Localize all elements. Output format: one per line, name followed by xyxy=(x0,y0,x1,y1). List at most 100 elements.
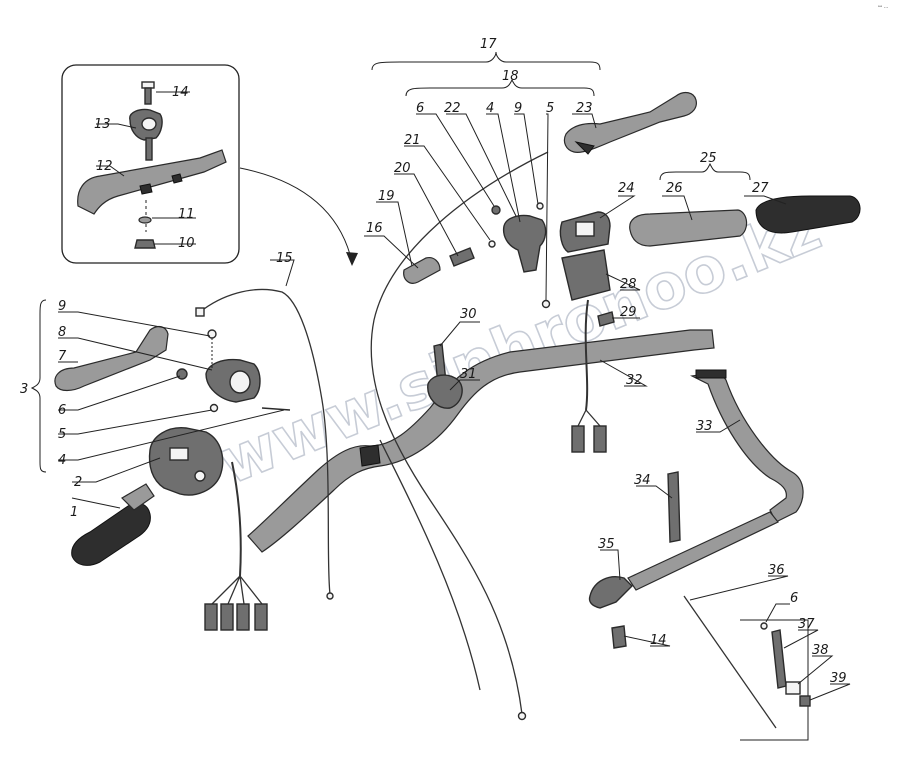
cable-16b xyxy=(379,439,481,691)
left-lever-7 xyxy=(54,325,169,392)
part-20-screw xyxy=(449,247,475,267)
brace-3 xyxy=(30,299,47,473)
right-switch-button xyxy=(575,221,595,237)
corner-mark: ꟷ ... xyxy=(878,4,889,10)
right-grip-27 xyxy=(755,195,861,234)
part-31-clamp xyxy=(427,374,463,409)
label-38: 38 xyxy=(812,643,829,658)
label-3: 3 xyxy=(20,382,28,397)
kickstart-pedal xyxy=(695,369,727,379)
kickstart-shaft xyxy=(627,511,779,591)
right-wire xyxy=(584,299,589,411)
label-16: 16 xyxy=(366,221,383,236)
inset-stem xyxy=(145,137,153,161)
label-21: 21 xyxy=(404,133,421,148)
label-7: 7 xyxy=(58,349,67,364)
label-34: 34 xyxy=(634,473,651,488)
handlebar-center-band xyxy=(359,444,381,467)
right-lever-23 xyxy=(563,91,697,153)
label-27: 27 xyxy=(752,181,769,196)
leader-lines xyxy=(58,113,851,701)
brace-18 xyxy=(405,78,595,97)
label-10: 10 xyxy=(178,236,195,251)
label-20: 20 xyxy=(394,161,411,176)
inset-screw xyxy=(144,87,152,105)
left-wire-fan xyxy=(211,575,263,605)
label-31: 31 xyxy=(460,367,477,382)
label-22: 22 xyxy=(444,101,461,116)
part-19-adjuster xyxy=(403,257,441,284)
label-14b: 14 xyxy=(650,633,667,648)
label-35: 35 xyxy=(598,537,615,552)
label-28: 28 xyxy=(620,277,637,292)
detail-inset xyxy=(61,64,240,264)
inset-arrow-head xyxy=(346,252,358,266)
right-bolt-5 xyxy=(541,299,551,309)
right-wire-fan xyxy=(577,409,601,427)
label-15: 15 xyxy=(276,251,293,266)
left-connectors xyxy=(204,603,268,631)
right-connector-a xyxy=(571,425,585,453)
label-26: 26 xyxy=(666,181,683,196)
part-37-spring xyxy=(771,629,787,689)
right-lever-bracket xyxy=(502,214,547,273)
label-6b: 6 xyxy=(416,101,424,116)
throttle-sleeve-26 xyxy=(629,209,748,247)
label-9b: 9 xyxy=(514,101,522,116)
left-grip-sleeve xyxy=(121,483,155,511)
label-29: 29 xyxy=(620,305,637,320)
part-22-nut xyxy=(491,205,501,215)
right-lever-pivot xyxy=(574,141,595,155)
rod-parts-bracket xyxy=(740,619,809,741)
part-35-arm xyxy=(588,576,633,609)
brace-25 xyxy=(659,162,751,181)
left-lever-clamp-bore xyxy=(229,370,251,394)
part-21-washer xyxy=(488,240,496,248)
brace-17 xyxy=(371,51,601,71)
part-14-bolt xyxy=(611,625,627,649)
label-13: 13 xyxy=(94,117,111,132)
cable-15-end xyxy=(195,307,205,317)
label-6: 6 xyxy=(58,403,66,418)
inset-frame xyxy=(61,64,240,264)
left-switch-button xyxy=(169,447,189,461)
label-14a: 14 xyxy=(172,85,189,100)
label-4b: 4 xyxy=(486,101,494,116)
label-2: 2 xyxy=(74,475,82,490)
label-37: 37 xyxy=(798,617,815,632)
label-18: 18 xyxy=(502,69,519,84)
cable-16 xyxy=(370,151,549,715)
label-4: 4 xyxy=(58,453,66,468)
left-lever-screw-9 xyxy=(207,329,217,339)
part-38-cap xyxy=(785,681,801,695)
cable-15-tip xyxy=(326,592,334,600)
label-11: 11 xyxy=(178,207,195,222)
left-switch-knob xyxy=(194,470,206,482)
label-30: 30 xyxy=(460,307,477,322)
inset-lever-bands xyxy=(139,173,183,195)
label-33: 33 xyxy=(696,419,713,434)
label-5b: 5 xyxy=(546,101,554,116)
part-39-nut xyxy=(799,695,811,707)
part-36-rod xyxy=(683,595,777,729)
label-39: 39 xyxy=(830,671,847,686)
label-9: 9 xyxy=(58,299,66,314)
left-lever-nut-6 xyxy=(176,368,188,380)
part-29-clip xyxy=(597,311,615,327)
inset-arrow xyxy=(239,167,353,263)
label-24: 24 xyxy=(618,181,635,196)
label-36: 36 xyxy=(768,563,785,578)
left-lever-pin-4 xyxy=(261,407,291,411)
inset-clamp-hole xyxy=(141,117,157,131)
inset-lever xyxy=(77,149,227,215)
cable-15 xyxy=(199,288,331,595)
callout-labels: 1 2 3 4 5 6 7 8 9 10 11 12 13 14 14 15 1… xyxy=(20,37,847,686)
inset-nut xyxy=(134,239,156,249)
cable-16-tip xyxy=(517,711,527,721)
kickstart-lever-33 xyxy=(690,371,804,523)
handlebar-tube xyxy=(247,329,715,553)
right-connector-b xyxy=(593,425,607,453)
label-17: 17 xyxy=(480,37,497,52)
left-wire-bundle xyxy=(231,461,242,577)
